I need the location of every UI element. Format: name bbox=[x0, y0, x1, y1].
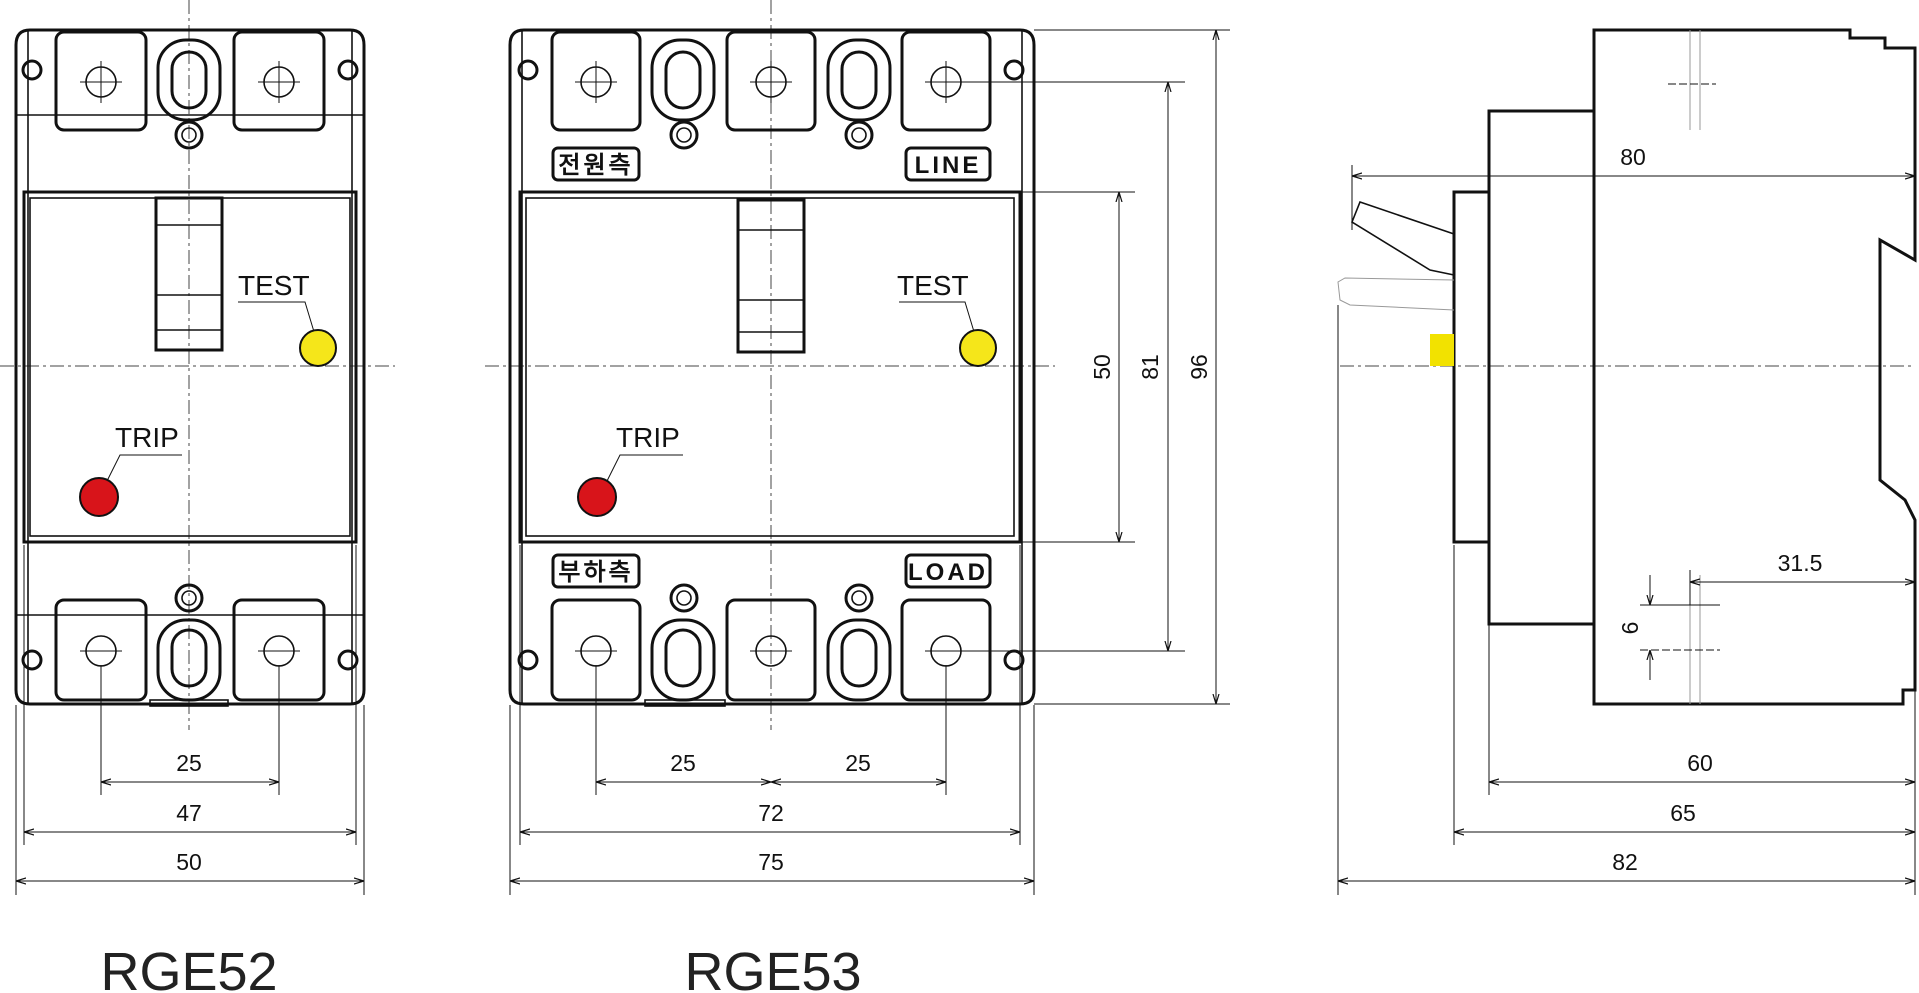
rge52-test-button[interactable] bbox=[299, 329, 337, 367]
side-body-depth-dimension: 60 bbox=[1687, 750, 1713, 776]
rge53-load-side-plate bbox=[551, 553, 641, 589]
rge53-top-terminals bbox=[517, 30, 1025, 150]
rge53-line-plate bbox=[904, 146, 992, 182]
rge53-pitch-right-dimension: 25 bbox=[845, 750, 871, 776]
rge53-load-label: LOAD bbox=[908, 559, 988, 586]
side-body bbox=[1592, 28, 1917, 706]
rge53-trip-label: TRIP bbox=[616, 422, 680, 453]
side-cover-step bbox=[1487, 109, 1596, 626]
rge52-test-label: TEST bbox=[238, 270, 310, 301]
side-handle-on bbox=[1351, 200, 1455, 276]
rge52-front-view: TEST TRIP 25 bbox=[0, 0, 395, 993]
rge52-top-terminals bbox=[21, 30, 359, 150]
rge53-inner-width-dimension: 72 bbox=[758, 800, 784, 826]
side-view: 80 31.5 6 60 65 82 bbox=[1337, 28, 1917, 895]
side-cover-depth-dimension: 65 bbox=[1670, 800, 1696, 826]
side-overall-depth-dimension: 82 bbox=[1612, 849, 1638, 875]
rge52-pitch-dimension: 25 bbox=[176, 750, 202, 776]
rge53-terminal-height-dimension: 81 bbox=[1137, 354, 1163, 380]
rge53-line-label: LINE bbox=[915, 152, 982, 179]
side-front-plate bbox=[1452, 190, 1491, 544]
rge53-test-label: TEST bbox=[897, 270, 969, 301]
rge52-trip-label: TRIP bbox=[115, 422, 179, 453]
rge53-front-view: 전원측 LINE TEST TRIP 부하측 LOAD bbox=[485, 0, 1230, 993]
rge52-trip-button[interactable] bbox=[79, 477, 119, 517]
rge53-line-side-plate bbox=[551, 146, 641, 182]
rge53-line-side-korean: 전원측 bbox=[558, 152, 633, 179]
rge52-bottom-terminals bbox=[21, 583, 359, 707]
side-test-indicator bbox=[1430, 334, 1454, 366]
rge53-pitch-left-dimension: 25 bbox=[670, 750, 696, 776]
rge53-trip-button[interactable] bbox=[577, 477, 617, 517]
rge53-test-button[interactable] bbox=[959, 329, 997, 367]
side-handle-off bbox=[1337, 277, 1455, 311]
rge53-front-cover bbox=[518, 190, 1022, 544]
rge52-outer-width-dimension: 50 bbox=[176, 849, 202, 875]
rge53-overall-height-dimension: 96 bbox=[1186, 354, 1212, 380]
rge53-toggle-handle bbox=[736, 198, 806, 354]
rge52-toggle-handle bbox=[154, 196, 224, 352]
side-slot-dimension: 6 bbox=[1617, 622, 1643, 635]
rge53-load-plate bbox=[904, 553, 992, 589]
rge52-inner-width-dimension: 47 bbox=[176, 800, 202, 826]
rge53-body bbox=[508, 28, 1036, 706]
side-handle-depth-dimension: 80 bbox=[1620, 144, 1646, 170]
rge53-cover-height-dimension: 50 bbox=[1089, 354, 1115, 380]
rge52-front-cover bbox=[22, 190, 358, 544]
side-rail-offset-dimension: 31.5 bbox=[1778, 550, 1823, 576]
rge53-load-side-korean: 부하측 bbox=[558, 559, 633, 586]
rge53-outer-width-dimension: 75 bbox=[758, 849, 784, 875]
rge52-body bbox=[14, 28, 366, 706]
rge53-model-name: RGE53 bbox=[684, 942, 861, 993]
rge52-model-name: RGE52 bbox=[100, 942, 277, 993]
